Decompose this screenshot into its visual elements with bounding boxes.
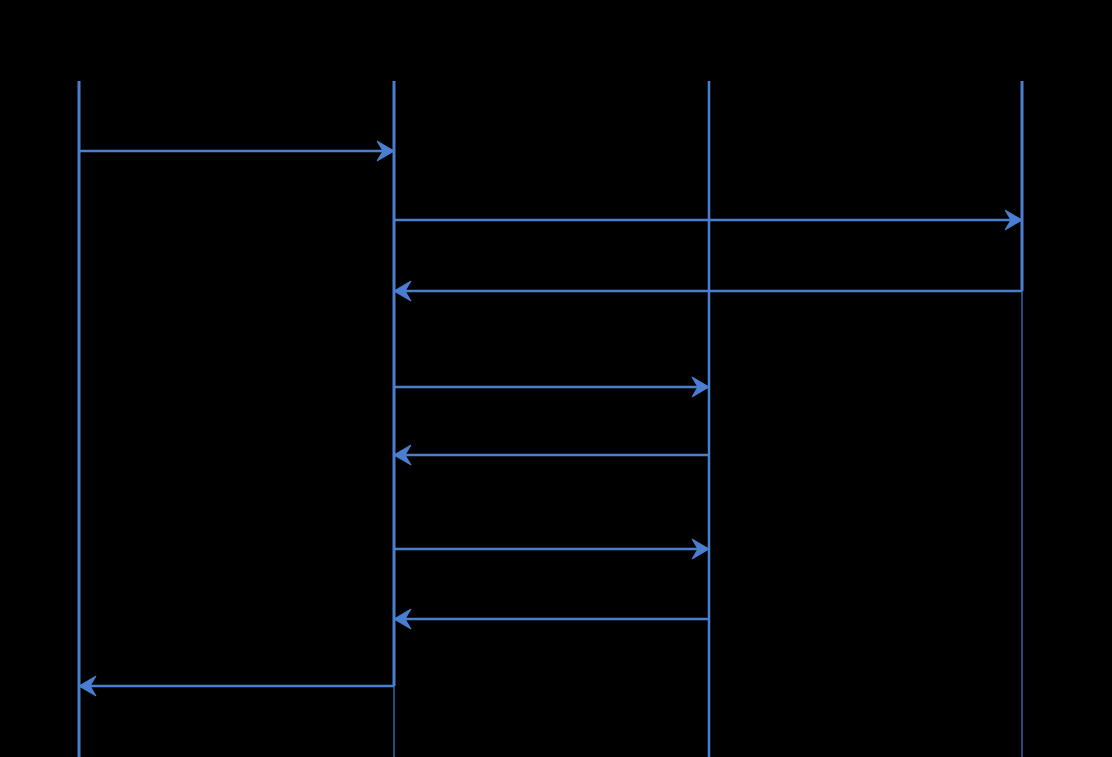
message-8[interactable] bbox=[78, 675, 394, 697]
message-arrowhead bbox=[691, 538, 710, 560]
message-2[interactable] bbox=[394, 209, 1023, 231]
message-arrowhead bbox=[393, 280, 412, 302]
message-3[interactable] bbox=[393, 280, 1022, 302]
lifelines-group bbox=[77, 81, 1024, 757]
message-4[interactable] bbox=[394, 376, 710, 398]
message-arrowhead bbox=[393, 444, 412, 466]
message-6[interactable] bbox=[394, 538, 710, 560]
messages-group bbox=[78, 140, 1023, 697]
message-arrowhead bbox=[1004, 209, 1023, 231]
message-1[interactable] bbox=[79, 140, 395, 162]
message-arrowhead bbox=[691, 376, 710, 398]
message-7[interactable] bbox=[393, 608, 709, 630]
message-arrowhead bbox=[393, 608, 412, 630]
message-arrowhead bbox=[78, 675, 97, 697]
message-5[interactable] bbox=[393, 444, 709, 466]
message-arrowhead bbox=[376, 140, 395, 162]
